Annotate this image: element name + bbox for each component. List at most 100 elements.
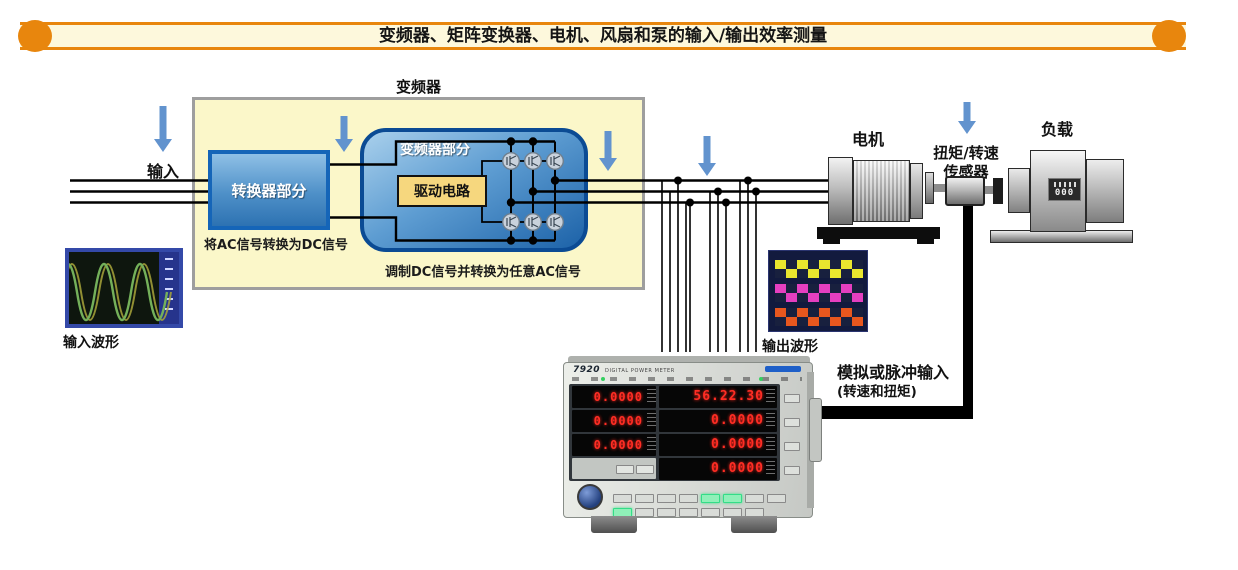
display-value: 56.22.30 <box>659 386 777 408</box>
converter-section-label: 转换器部分 <box>231 181 307 200</box>
load-counter-value: 000 <box>1054 188 1075 198</box>
display-value: 0.0000 <box>659 410 777 432</box>
page-title: 变频器、矩阵变换器、电机、风扇和泵的输入/输出效率测量 <box>378 26 828 46</box>
motor-end-cap <box>910 163 923 219</box>
pwm-band-red <box>775 308 863 317</box>
output-waveform-image <box>768 250 868 332</box>
load-section <box>1086 159 1124 223</box>
display-bezel: 0.0000 0.0000 0.0000 56.22.30 0.0000 0.0… <box>569 384 780 481</box>
display-value: 0.0000 <box>659 458 777 480</box>
title-banner: 变频器、矩阵变换器、电机、风扇和泵的输入/输出效率测量 <box>20 22 1186 50</box>
input-waveform-label: 输入波形 <box>63 335 119 351</box>
panel-button <box>657 494 676 503</box>
shaft <box>985 186 993 194</box>
analyzer-foot <box>591 516 637 533</box>
panel-button <box>745 494 764 503</box>
panel-button-lit <box>701 494 720 503</box>
down-arrow-icon <box>154 106 172 152</box>
shaft <box>934 184 946 192</box>
inverter-caption: 调制DC信号并转换为任意AC信号 <box>385 265 581 280</box>
pwm-band-magenta <box>775 284 863 293</box>
motor-foot <box>823 239 840 244</box>
junction-dots <box>506 137 560 245</box>
shaft-coupling <box>993 178 1003 204</box>
input-waveform-image <box>57 248 183 328</box>
unit-ticks <box>647 389 656 405</box>
panel-button <box>613 494 632 503</box>
output-phase-lines <box>511 179 836 204</box>
panel-button <box>784 394 800 403</box>
sensor-cable <box>808 204 973 419</box>
panel-button <box>784 466 800 475</box>
banner-right-cap-icon <box>1152 20 1186 52</box>
status-led <box>601 377 605 381</box>
panel-button <box>636 465 654 474</box>
down-arrow-icons <box>154 102 976 176</box>
status-led <box>759 377 763 381</box>
down-arrow-icon <box>335 116 353 152</box>
rotary-knob <box>577 484 603 510</box>
panel-button <box>635 494 654 503</box>
sensor-label-line1: 扭矩/转速 <box>933 144 999 162</box>
panel-button <box>657 508 676 517</box>
panel-button-lit <box>723 494 742 503</box>
display-value: 0.0000 <box>572 410 656 432</box>
analyzer-model-text: DIGITAL POWER METER <box>605 368 675 374</box>
unit-ticks <box>647 413 656 429</box>
load-counter-ticks <box>1054 182 1076 187</box>
unit-ticks <box>647 437 656 453</box>
input-phase-lines <box>70 179 208 204</box>
drive-circuit-box: 驱动电路 <box>397 175 487 207</box>
power-analyzer: 7920 DIGITAL POWER METER 0.0000 0.0000 0… <box>563 356 822 538</box>
torque-speed-sensor <box>945 176 985 206</box>
down-arrow-icon <box>958 102 976 134</box>
motor-label: 电机 <box>852 130 885 149</box>
panel-button <box>784 442 800 451</box>
down-arrow-icon <box>698 136 716 176</box>
output-waveform-label: 输出波形 <box>762 339 818 355</box>
panel-button <box>679 508 698 517</box>
sine-waveform-icon <box>57 252 179 324</box>
analog-input-sub-label: (转速和扭矩) <box>837 384 917 400</box>
pwm-band-red <box>775 317 863 326</box>
down-arrow-icon <box>599 131 617 171</box>
pwm-band-magenta <box>775 293 863 302</box>
load-counter-display: 000 <box>1048 178 1081 201</box>
sense-wires <box>661 181 757 352</box>
motor-fins <box>853 160 910 222</box>
motor-base <box>817 227 940 239</box>
dc-bus-lines <box>330 140 555 242</box>
channel-select-row <box>572 458 656 479</box>
pwm-band-yellow <box>775 260 863 269</box>
inverter-label: 变频器 <box>395 78 441 96</box>
unit-ticks <box>766 389 775 405</box>
unit-ticks <box>766 413 775 429</box>
input-label: 输入 <box>147 162 180 181</box>
banner-left-cap-icon <box>18 20 52 52</box>
analyzer-handle <box>809 398 822 462</box>
display-value: 0.0000 <box>572 434 656 456</box>
panel-button <box>701 508 720 517</box>
panel-button <box>616 465 634 474</box>
status-indicator-row <box>572 377 802 381</box>
unit-ticks <box>766 437 775 453</box>
motor-foot <box>917 239 934 244</box>
inverter-section-label: 变频器部分 <box>400 142 470 158</box>
tap-dots <box>674 176 760 207</box>
brand-logo-icon <box>765 366 801 372</box>
load-section <box>1008 168 1030 213</box>
analog-input-label: 模拟或脉冲输入 <box>837 363 950 382</box>
analyzer-model: 7920 <box>573 365 601 375</box>
converter-caption: 将AC信号转换为DC信号 <box>204 238 348 253</box>
pwm-band-yellow <box>775 269 863 278</box>
motor-end-cap <box>828 157 853 225</box>
button-row <box>613 488 789 507</box>
display-value: 0.0000 <box>659 434 777 456</box>
panel-button <box>784 418 800 427</box>
load-label: 负载 <box>1041 120 1074 139</box>
panel-button <box>679 494 698 503</box>
unit-ticks <box>766 461 775 477</box>
shaft-coupling <box>925 172 934 204</box>
